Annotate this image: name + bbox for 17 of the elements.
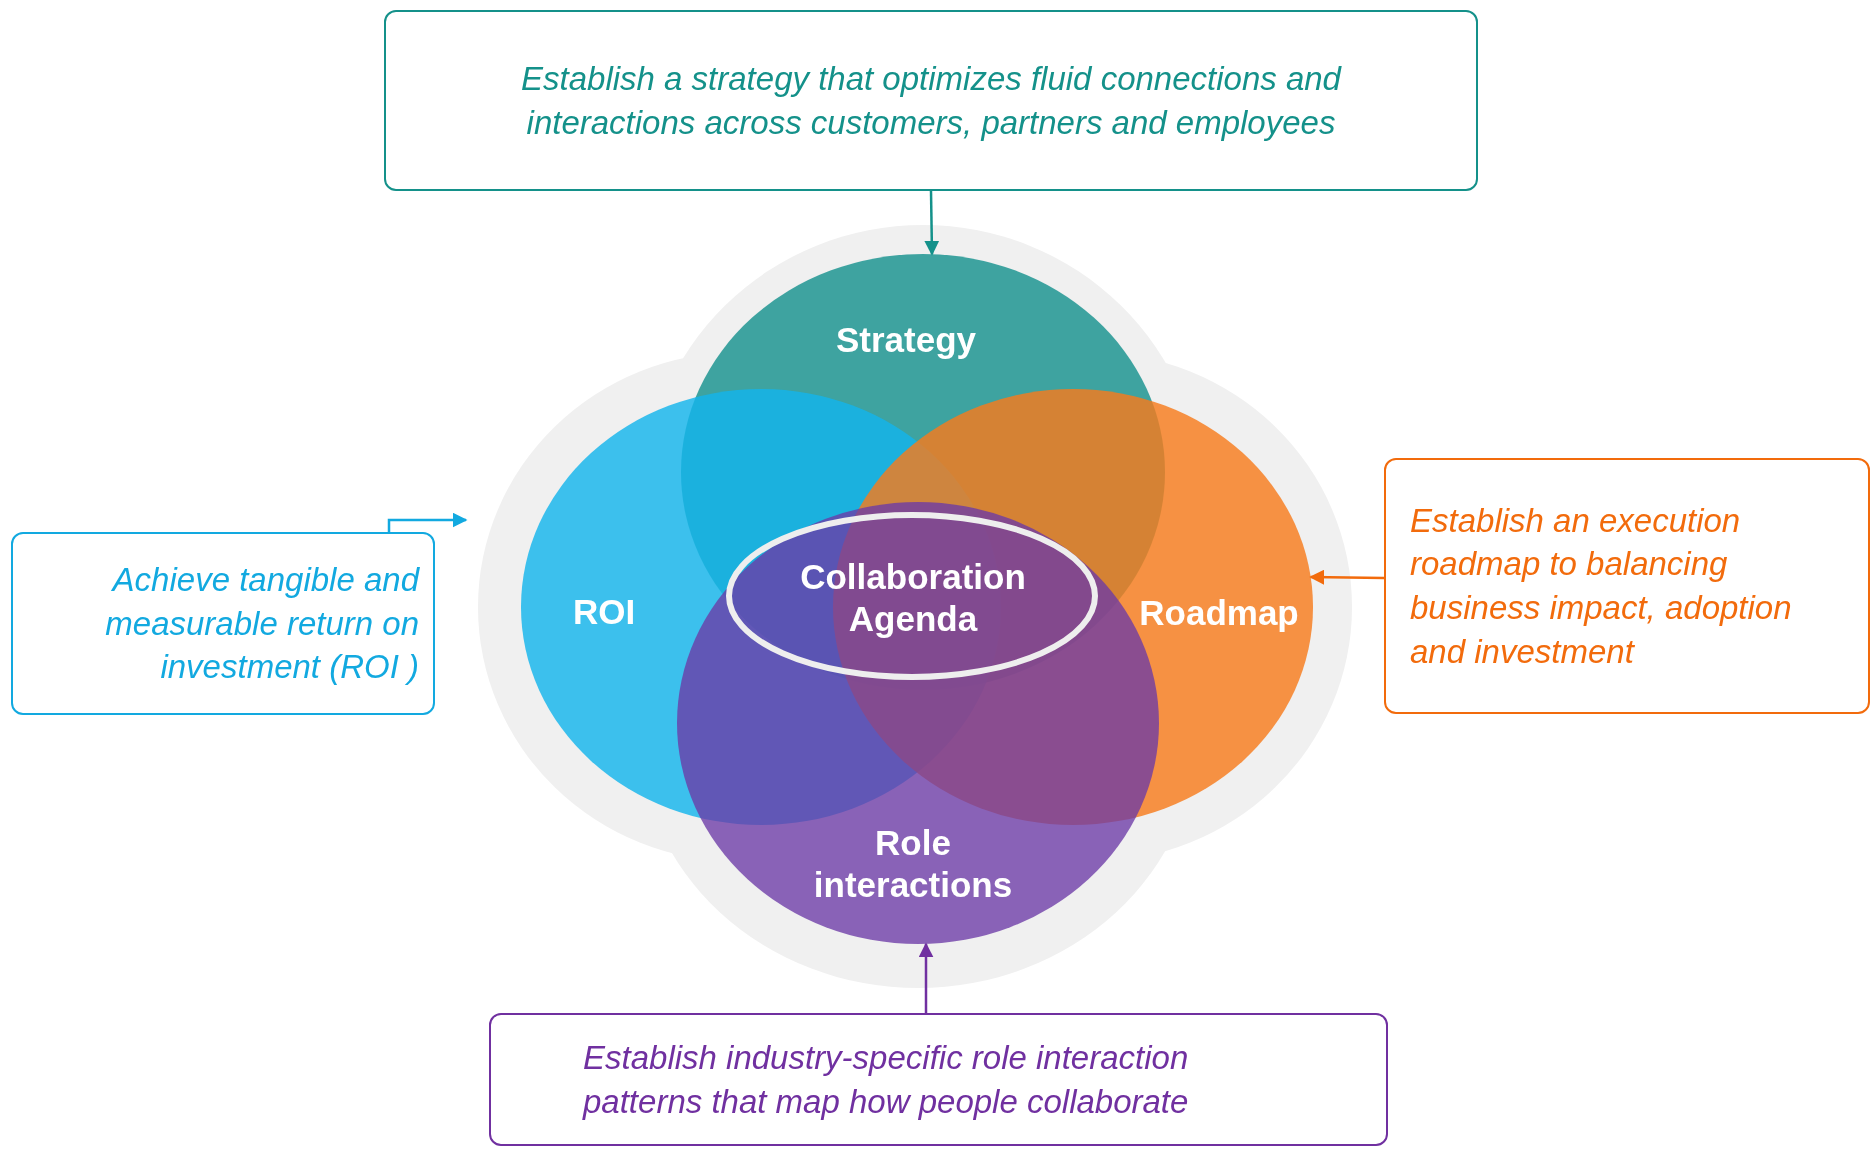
circle-label: Role interactions — [812, 822, 1014, 906]
arrow — [1309, 569, 1384, 585]
callout-text: Establish industry-specific role interaction patterns that map how people collaborate — [583, 1037, 1190, 1122]
callout-box — [384, 10, 1478, 191]
arrow — [918, 942, 934, 1013]
arrow — [387, 512, 468, 532]
circle-label: Strategy — [835, 319, 977, 361]
circle-label: ROI — [572, 591, 636, 633]
callout-box — [11, 532, 435, 715]
callout-text: Achieve tangible and measurable return on investment (ROI ) — [104, 560, 419, 688]
callout-box — [1384, 458, 1870, 714]
callout-text: Establish a strategy that optimizes fluid connections and interactions across customers, partners and employees — [520, 58, 1343, 143]
circle-label: Roadmap — [1139, 592, 1299, 634]
callout-text: Establish an execution roadmap to balancing business impact, adoption and investment — [1410, 500, 1793, 672]
callout-box — [489, 1013, 1388, 1146]
arrow — [924, 190, 940, 256]
circle-label: Collaboration Agenda — [799, 556, 1027, 640]
